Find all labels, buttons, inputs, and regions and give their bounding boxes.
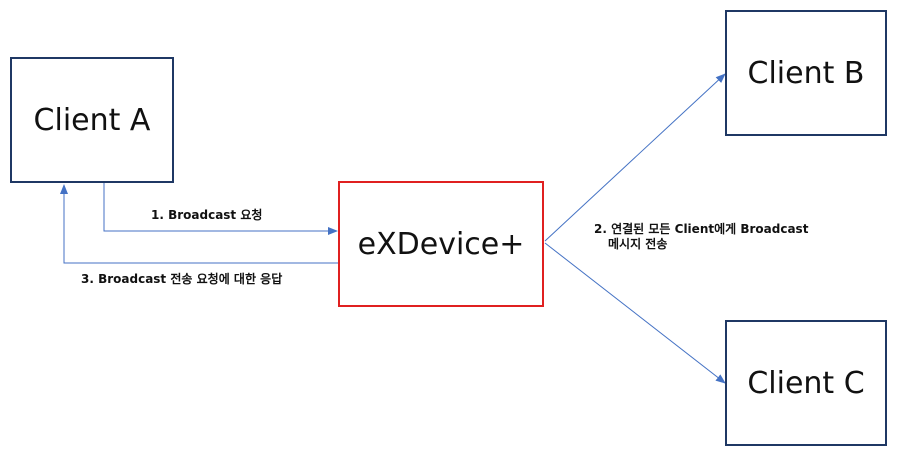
step3-label: 3. Broadcast 전송 요청에 대한 응답 xyxy=(81,272,283,286)
step1-label: 1. Broadcast 요청 xyxy=(151,208,263,222)
step2-label: 2. 연결된 모든 Client에게 Broadcast 메시지 전송 xyxy=(594,222,808,252)
arrow-response xyxy=(60,184,338,264)
step2-line2: 메시지 전송 xyxy=(608,237,668,251)
client-c-box: Client C xyxy=(725,320,887,446)
exdevice-server-box: eXDevice+ xyxy=(338,181,544,307)
client-b-box: Client B xyxy=(725,10,887,136)
arrow-broadcast-c xyxy=(544,242,726,384)
server-label: eXDevice+ xyxy=(357,226,525,262)
step2-line1: 2. 연결된 모든 Client에게 Broadcast xyxy=(594,222,809,236)
client-c-label: Client C xyxy=(747,365,865,401)
client-a-box: Client A xyxy=(10,57,174,183)
client-b-label: Client B xyxy=(747,55,865,91)
arrow-request xyxy=(103,183,338,235)
arrow-broadcast-b xyxy=(544,73,726,242)
client-a-label: Client A xyxy=(33,102,151,138)
